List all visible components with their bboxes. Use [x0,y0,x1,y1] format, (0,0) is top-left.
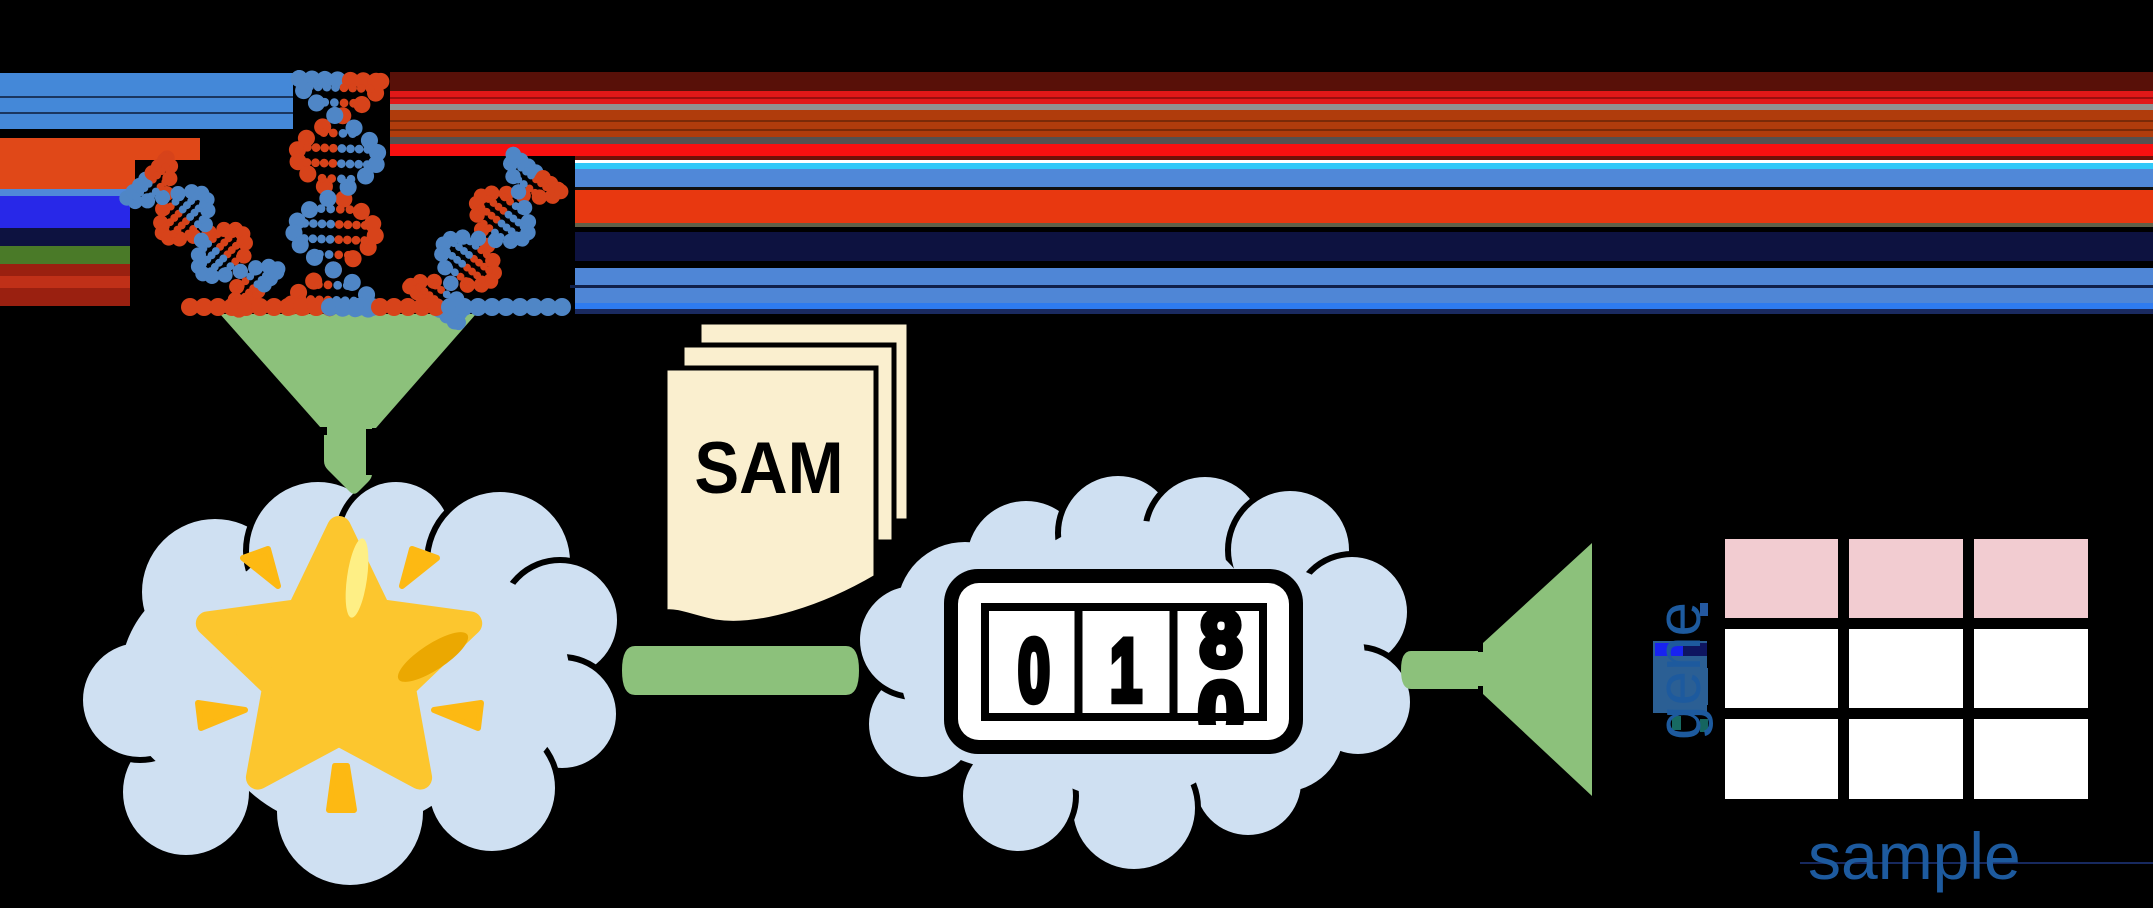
svg-text:0: 0 [1197,664,1244,763]
svg-text:0: 0 [1018,620,1050,720]
svg-text:gene: gene [1645,602,1714,740]
svg-text:SAM: SAM [694,427,843,508]
svg-text:1: 1 [1110,620,1142,720]
svg-text:8: 8 [1200,593,1242,683]
svg-text:sample: sample [1808,819,2021,893]
